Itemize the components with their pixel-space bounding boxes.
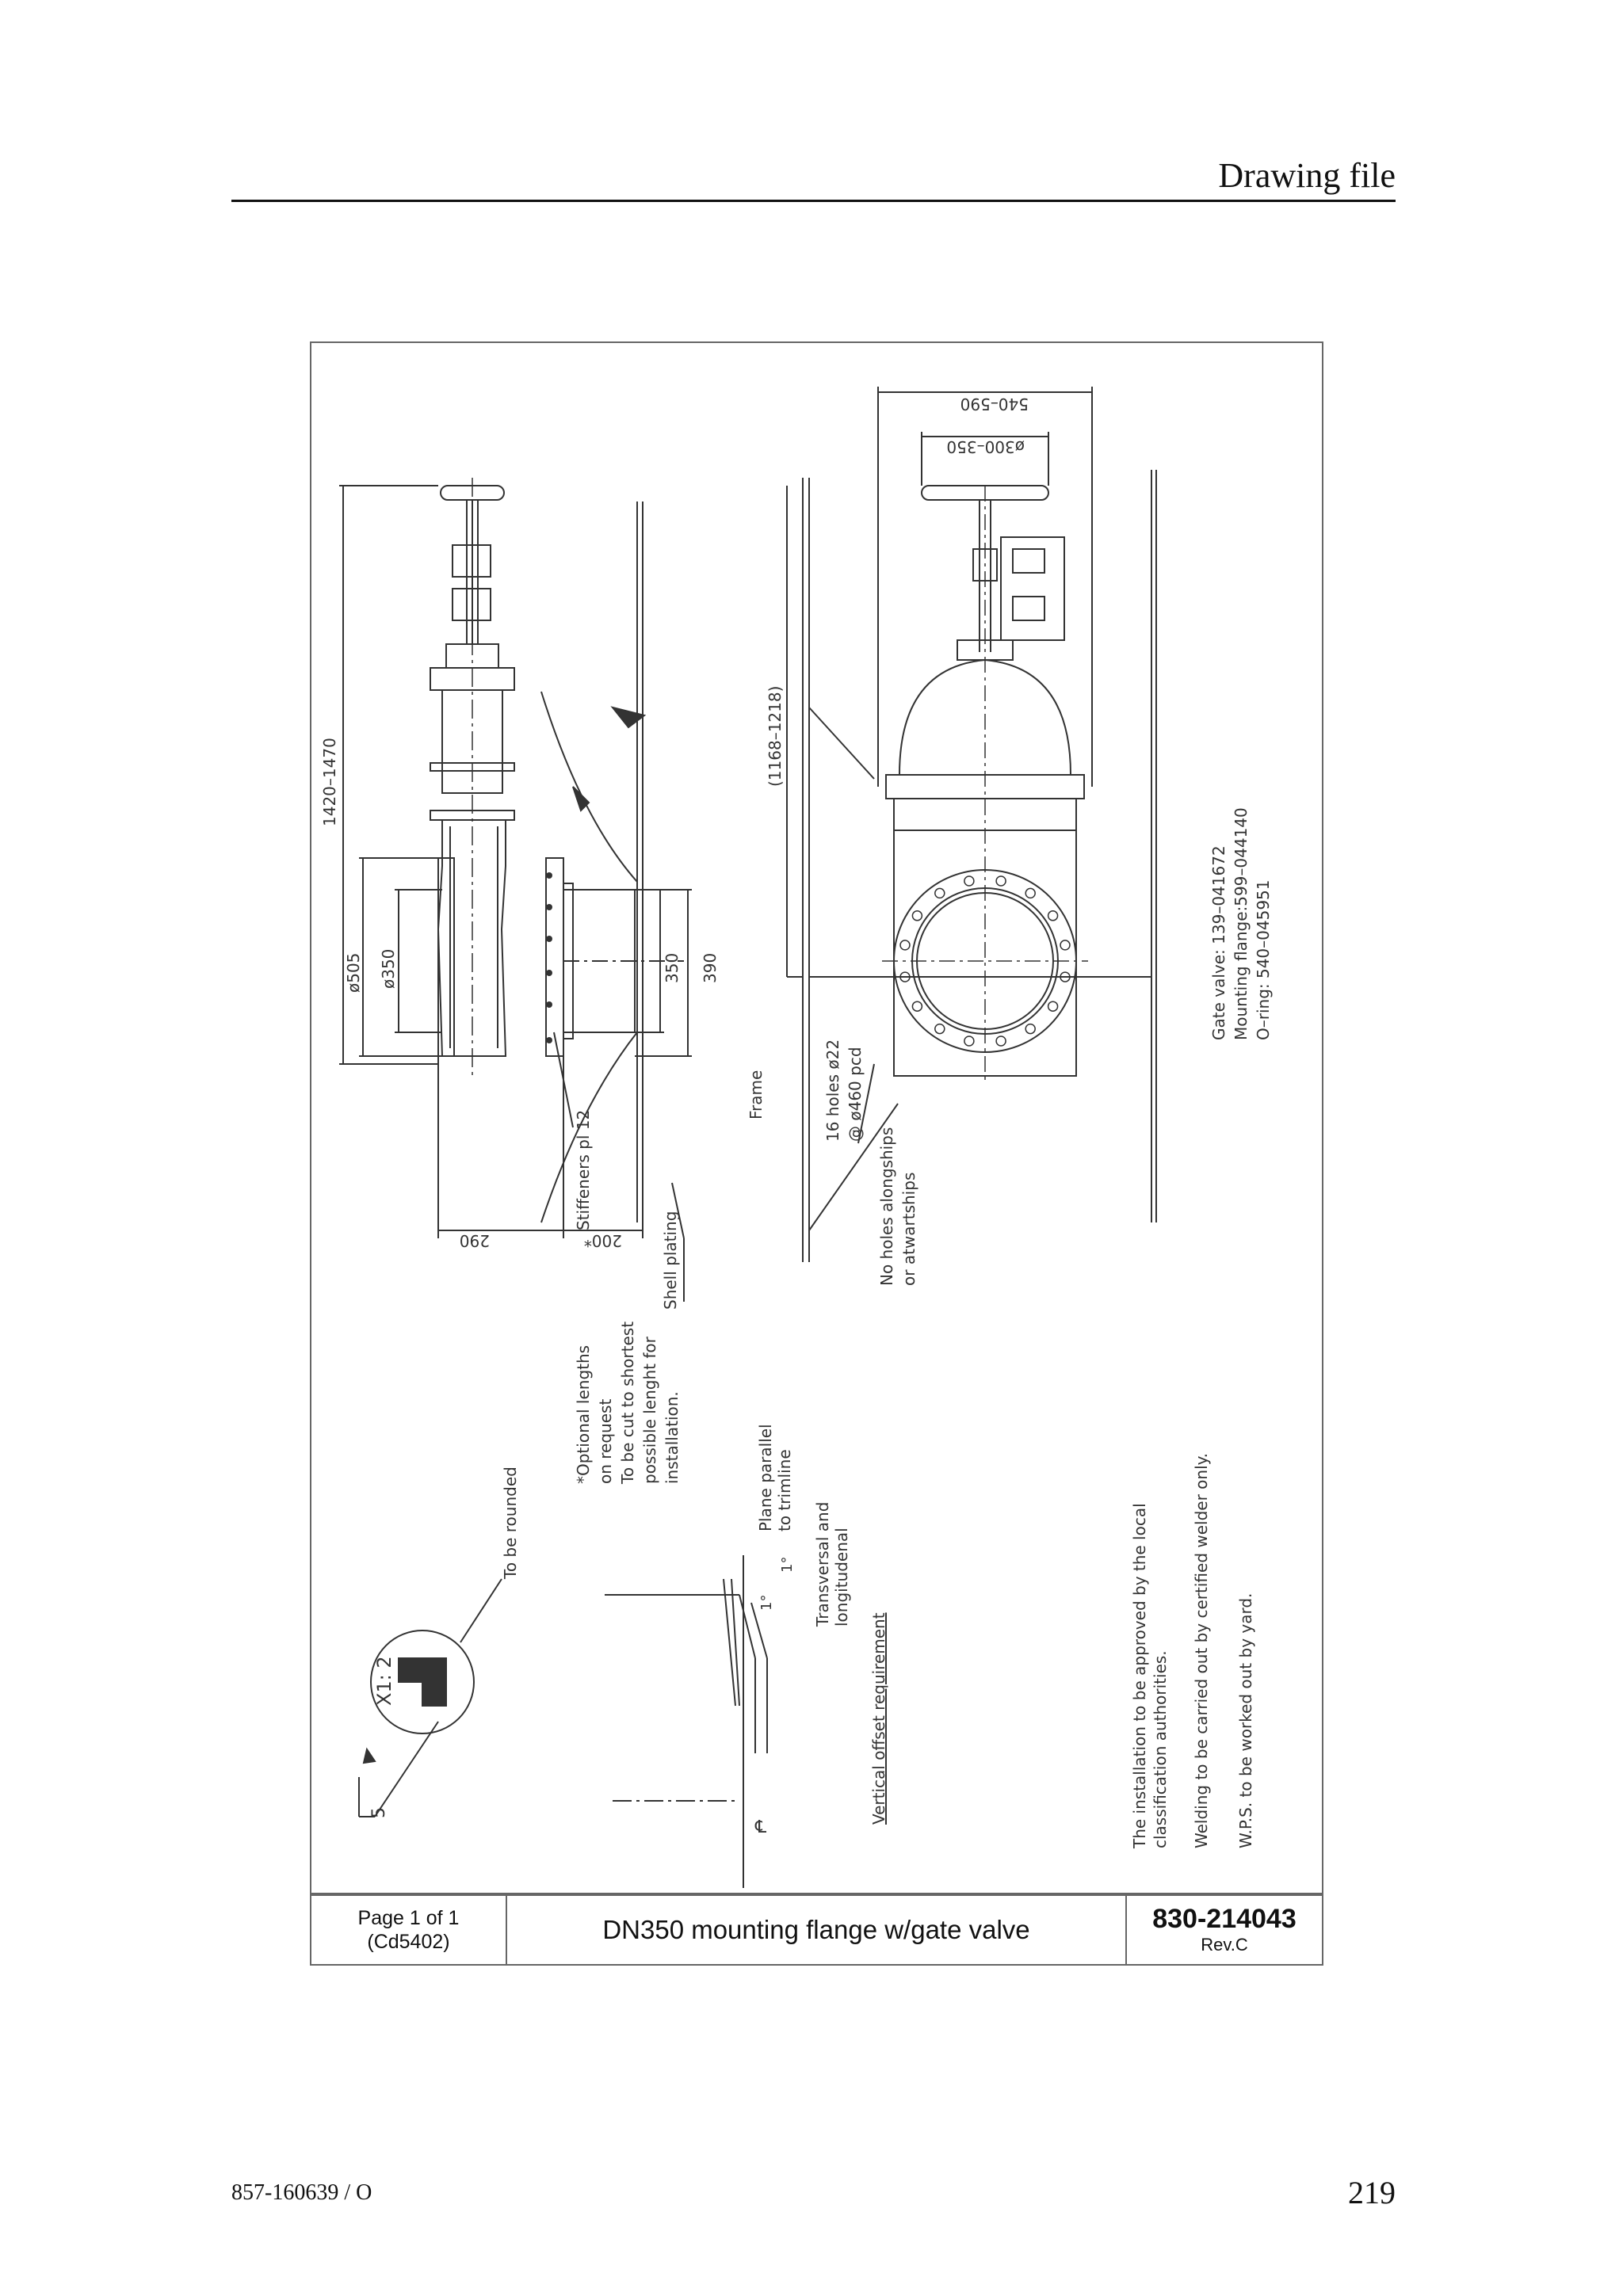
bolt-hole: [1047, 1001, 1059, 1012]
bolt-hole: [934, 887, 945, 899]
bolt-hole: [1025, 1023, 1036, 1035]
note-optional-2: on request: [596, 1399, 615, 1484]
note-optional-4: possible lenght for: [640, 1336, 659, 1484]
label-shell-plating: Shell plating: [661, 1211, 680, 1310]
label-transversal-1: Transversal and: [813, 1502, 832, 1627]
actuator-left: [452, 544, 491, 578]
bolt-hole: [964, 875, 975, 887]
label-frame: Frame: [747, 1070, 766, 1119]
bolt-hole: [911, 910, 923, 921]
drawing-frame: [310, 341, 1323, 1894]
dim-flange-od: ø505: [344, 953, 363, 993]
note-2: classification authorities.: [1151, 1650, 1170, 1848]
bolt-hole: [1025, 887, 1036, 899]
dim-length-290: 290: [460, 1231, 490, 1250]
page-number: 219: [1348, 2175, 1396, 2210]
parts-gate-valve: Gate valve: 139–041672: [1209, 845, 1228, 1040]
actuator-left-2: [452, 588, 491, 621]
revision: Rev.C: [1201, 1935, 1248, 1955]
label-stiffeners: Stiffeners pl 12: [574, 1110, 593, 1230]
label-centerline: ℄: [754, 1817, 767, 1837]
page-of: Page 1 of 1: [357, 1907, 460, 1929]
dim-bore: ø350: [379, 949, 398, 989]
label-holes-1: 16 holes ø22: [823, 1039, 842, 1142]
bolt-hole: [1060, 940, 1071, 951]
label-weld-5: 5: [369, 1807, 389, 1818]
technical-drawing: 1420–1470 ø505 ø350 290 200* 350 390 Sti…: [320, 387, 1273, 1888]
bolt-hole: [934, 1023, 945, 1035]
bolt-hole: [1047, 910, 1059, 921]
label-transversal-2: longitudenal: [832, 1527, 851, 1627]
dim-390: 390: [701, 953, 720, 983]
document-id: 857-160639 / O: [231, 2180, 372, 2205]
bolt-hole: [1060, 971, 1071, 982]
label-angle-2: 1°: [779, 1557, 796, 1573]
label-angle-1: 1°: [758, 1595, 775, 1611]
drawing-number: 830-214043: [1152, 1904, 1296, 1934]
drawing-title: DN350 mounting flange w/gate valve: [507, 1896, 1127, 1964]
label-plane-parallel-2: to trimline: [775, 1449, 794, 1531]
weld-detail-circle: [370, 1630, 475, 1734]
title-block-number: 830-214043 Rev.C: [1127, 1896, 1322, 1964]
bolt-hole: [899, 940, 911, 951]
bolt-hole: [899, 971, 911, 982]
dim-width: 540–590: [960, 395, 1029, 414]
parts-mounting-flange: Mounting flange:599–044140: [1232, 807, 1251, 1040]
label-plane-parallel-1: Plane parallel: [756, 1424, 775, 1531]
note-optional-5: installation.: [663, 1391, 682, 1484]
bolt-hole: [911, 1001, 923, 1012]
dim-length-200: 200*: [584, 1231, 622, 1250]
label-to-be-rounded: To be rounded: [501, 1466, 520, 1580]
note-3: Welding to be carried out by certified w…: [1192, 1453, 1211, 1848]
title-block: Page 1 of 1 (Cd5402) DN350 mounting flan…: [310, 1894, 1323, 1966]
bolt-hole: [995, 1035, 1006, 1047]
note-4: W.P.S. to be worked out by yard.: [1236, 1593, 1255, 1848]
label-detail-scale: X1: 2: [373, 1656, 395, 1706]
note-optional-1: *Optional lengths: [574, 1345, 593, 1484]
parts-o-ring: O–ring: 540–045951: [1254, 879, 1273, 1040]
label-vertical-offset: Vertical offset requirement: [869, 1612, 888, 1825]
label-holes-2: @ ø460 pcd: [846, 1047, 865, 1142]
dim-overall-height: 1420–1470: [320, 738, 339, 826]
dim-frame-height: (1168–1218): [766, 686, 785, 787]
dim-350: 350: [663, 953, 682, 983]
header-rule: [231, 200, 1396, 202]
note-optional-3: To be cut to shortest: [618, 1322, 637, 1485]
bolt-hole: [964, 1035, 975, 1047]
drawing-code: (Cd5402): [367, 1931, 450, 1953]
label-no-holes-2: or atwartships: [899, 1173, 918, 1286]
title-block-page: Page 1 of 1 (Cd5402): [311, 1896, 507, 1964]
note-1: The installation to be approved by the l…: [1130, 1503, 1149, 1849]
dim-handwheel: ø300–350: [946, 437, 1025, 456]
label-no-holes-1: No holes alongships: [877, 1127, 896, 1286]
section-title: Drawing file: [1218, 156, 1396, 195]
bolt-hole: [995, 875, 1006, 887]
